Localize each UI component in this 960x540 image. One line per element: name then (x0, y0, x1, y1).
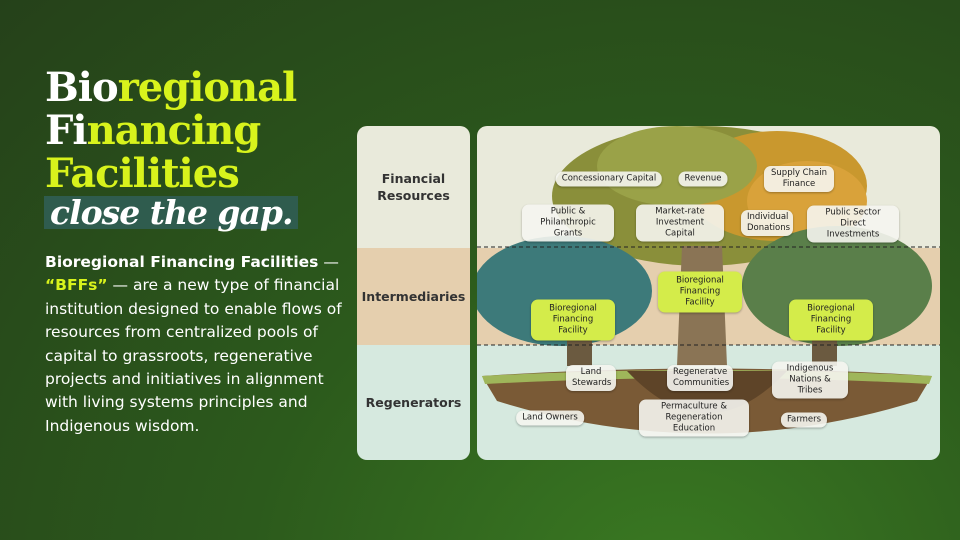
resource-concessionary-capital: Concessionary Capital (555, 171, 663, 187)
description-abbr: “BFFs” (45, 276, 108, 295)
resource-market-rate-capital: Market-rate Investment Capital (636, 204, 724, 242)
regenerator-permaculture-education: Permaculture & Regeneration Education (639, 399, 749, 437)
title-part: Bio (45, 64, 119, 111)
layer-financial-resources: Financial Resources (357, 126, 470, 248)
dash: — (318, 253, 339, 271)
resource-individual-donations: Individual Donations (741, 210, 793, 236)
regenerator-land-owners: Land Owners (516, 410, 584, 426)
title-part: nancing (86, 107, 262, 154)
layer-intermediaries: Intermediaries (357, 248, 470, 345)
regenerator-communities: Regeneratve Communities (667, 365, 733, 391)
description: Bioregional Financing Facilities — “BFFs… (45, 251, 355, 438)
title-part: Fi (45, 107, 88, 154)
layer-labels: Financial Resources Intermediaries Regen… (357, 126, 470, 460)
resource-public-sector-investments: Public Sector Direct Investments (807, 205, 899, 243)
regenerator-indigenous-nations: Indigenous Nations & Tribes (772, 361, 848, 399)
title-part: regional (117, 64, 298, 111)
layer-regenerators: Regenerators (357, 345, 470, 460)
resource-supply-chain-finance: Supply Chain Finance (764, 166, 834, 192)
bff-left: Bioregional Financing Facility (531, 299, 615, 341)
slide-title: Bioregional Financing Facilities (45, 64, 298, 197)
bff-right: Bioregional Financing Facility (789, 299, 873, 341)
description-lead: Bioregional Financing Facilities (45, 253, 319, 271)
resource-revenue: Revenue (678, 171, 728, 187)
title-part: Facilities (45, 150, 240, 197)
tree-diagram: Concessionary Capital Revenue Supply Cha… (477, 126, 940, 460)
resource-public-philanthropic-grants: Public & Philanthropic Grants (522, 204, 614, 242)
regenerator-farmers: Farmers (780, 412, 828, 428)
regenerator-land-stewards: Land Stewards (566, 365, 616, 391)
description-body: — are a new type of financial institutio… (45, 276, 342, 435)
tagline: close the gap. (44, 196, 299, 229)
bff-center: Bioregional Financing Facility (658, 271, 742, 313)
